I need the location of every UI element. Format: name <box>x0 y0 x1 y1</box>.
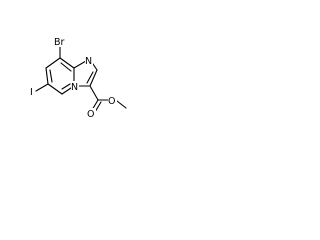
atom-o-ester: O <box>108 95 117 107</box>
bond-c6-c5 <box>47 83 63 95</box>
double-bond-c8a-c8 <box>60 62 72 72</box>
bond-c6-i <box>35 83 49 92</box>
bond-c2-c3 <box>89 69 98 87</box>
atom-n-bridge: N <box>71 81 79 93</box>
atom-n-imidazole: N <box>85 55 93 67</box>
atom-label-o-carbonyl: O <box>87 109 94 120</box>
atom-label-i: I <box>30 87 33 98</box>
double-bond-c5-n4 <box>61 83 71 90</box>
bond-c3-ccarbonyl <box>89 85 99 101</box>
atom-label-n-imidazole: N <box>85 56 92 67</box>
atom-label-n-bridge: N <box>71 82 78 93</box>
bond-c8a-n1 <box>73 60 87 69</box>
bond-o-ester-methyl <box>116 100 127 109</box>
double-bond-c2-c3 <box>86 71 94 84</box>
atom-o-carbonyl: O <box>87 108 96 120</box>
bond-c8-c7 <box>45 57 61 69</box>
bond-c7-c6 <box>45 67 49 85</box>
atom-br: Br <box>53 37 67 48</box>
molecule-structure: Br I N N O O <box>29 37 127 120</box>
bond-c8a-c8 <box>59 57 75 69</box>
double-bond-c7-c6 <box>49 69 53 83</box>
atom-label-br: Br <box>54 37 65 48</box>
atom-i: I <box>29 87 35 98</box>
atom-label-o-ester: O <box>108 96 115 107</box>
pyridine-ring <box>45 57 75 95</box>
